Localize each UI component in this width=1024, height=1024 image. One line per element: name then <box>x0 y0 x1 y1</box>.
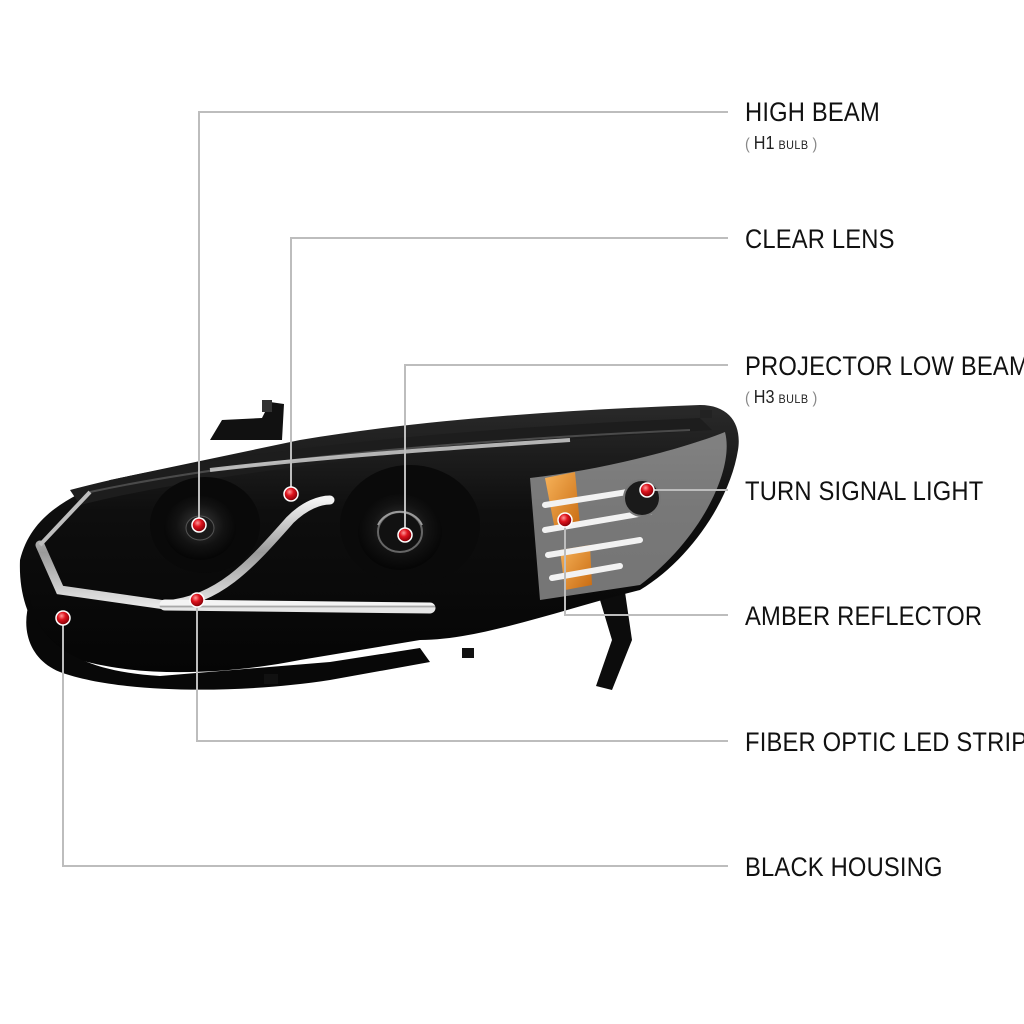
leader-lines <box>62 111 728 867</box>
leader-high-beam <box>198 111 728 525</box>
label-clear-lens: CLEAR LENS <box>745 224 895 254</box>
sublabel-bulb-code: H1 <box>753 133 775 153</box>
marker-amber-reflector <box>557 512 573 528</box>
sublabel-projector-low-beam: ( H3 BULB ) <box>745 388 817 408</box>
label-black-housing: BLACK HOUSING <box>745 852 943 882</box>
mounting-tab <box>210 400 284 440</box>
marker-high-beam <box>191 517 207 533</box>
sublabel-close-paren: ) <box>812 390 818 407</box>
leader-amber-reflector <box>564 520 728 616</box>
leader-clear-lens <box>290 237 728 494</box>
marker-fiber-optic-led-strip <box>189 592 205 608</box>
callout-markers <box>55 482 655 626</box>
led-strip <box>35 490 436 614</box>
sublabel-close-paren: ) <box>812 136 818 153</box>
marker-clear-lens <box>283 486 299 502</box>
label-projector-low-beam: PROJECTOR LOW BEAM <box>745 351 1024 381</box>
upper-lens-strip <box>209 438 571 472</box>
leader-projector-low-beam <box>404 364 728 535</box>
projector-bowl <box>340 465 480 585</box>
sublabel-bulb-word: BULB <box>778 392 809 406</box>
leader-black-housing <box>62 618 728 867</box>
label-high-beam: HIGH BEAM <box>745 97 880 127</box>
leader-fiber-optic-led-strip <box>196 600 728 742</box>
marker-turn-signal-light <box>639 482 655 498</box>
label-fiber-optic-led-strip: FIBER OPTIC LED STRIP <box>745 727 1024 757</box>
label-turn-signal-light: TURN SIGNAL LIGHT <box>745 476 984 506</box>
rear-bracket <box>596 592 632 690</box>
sublabel-bulb-word: BULB <box>778 138 809 152</box>
sublabel-bulb-code: H3 <box>753 387 775 407</box>
sublabel-open-paren: ( <box>745 390 750 407</box>
sublabel-high-beam: ( H1 BULB ) <box>745 134 817 154</box>
marker-projector-low-beam <box>397 527 413 543</box>
sublabel-open-paren: ( <box>745 136 750 153</box>
marker-black-housing <box>55 610 71 626</box>
turn-signal-assembly <box>530 432 727 600</box>
label-amber-reflector: AMBER REFLECTOR <box>745 601 983 631</box>
